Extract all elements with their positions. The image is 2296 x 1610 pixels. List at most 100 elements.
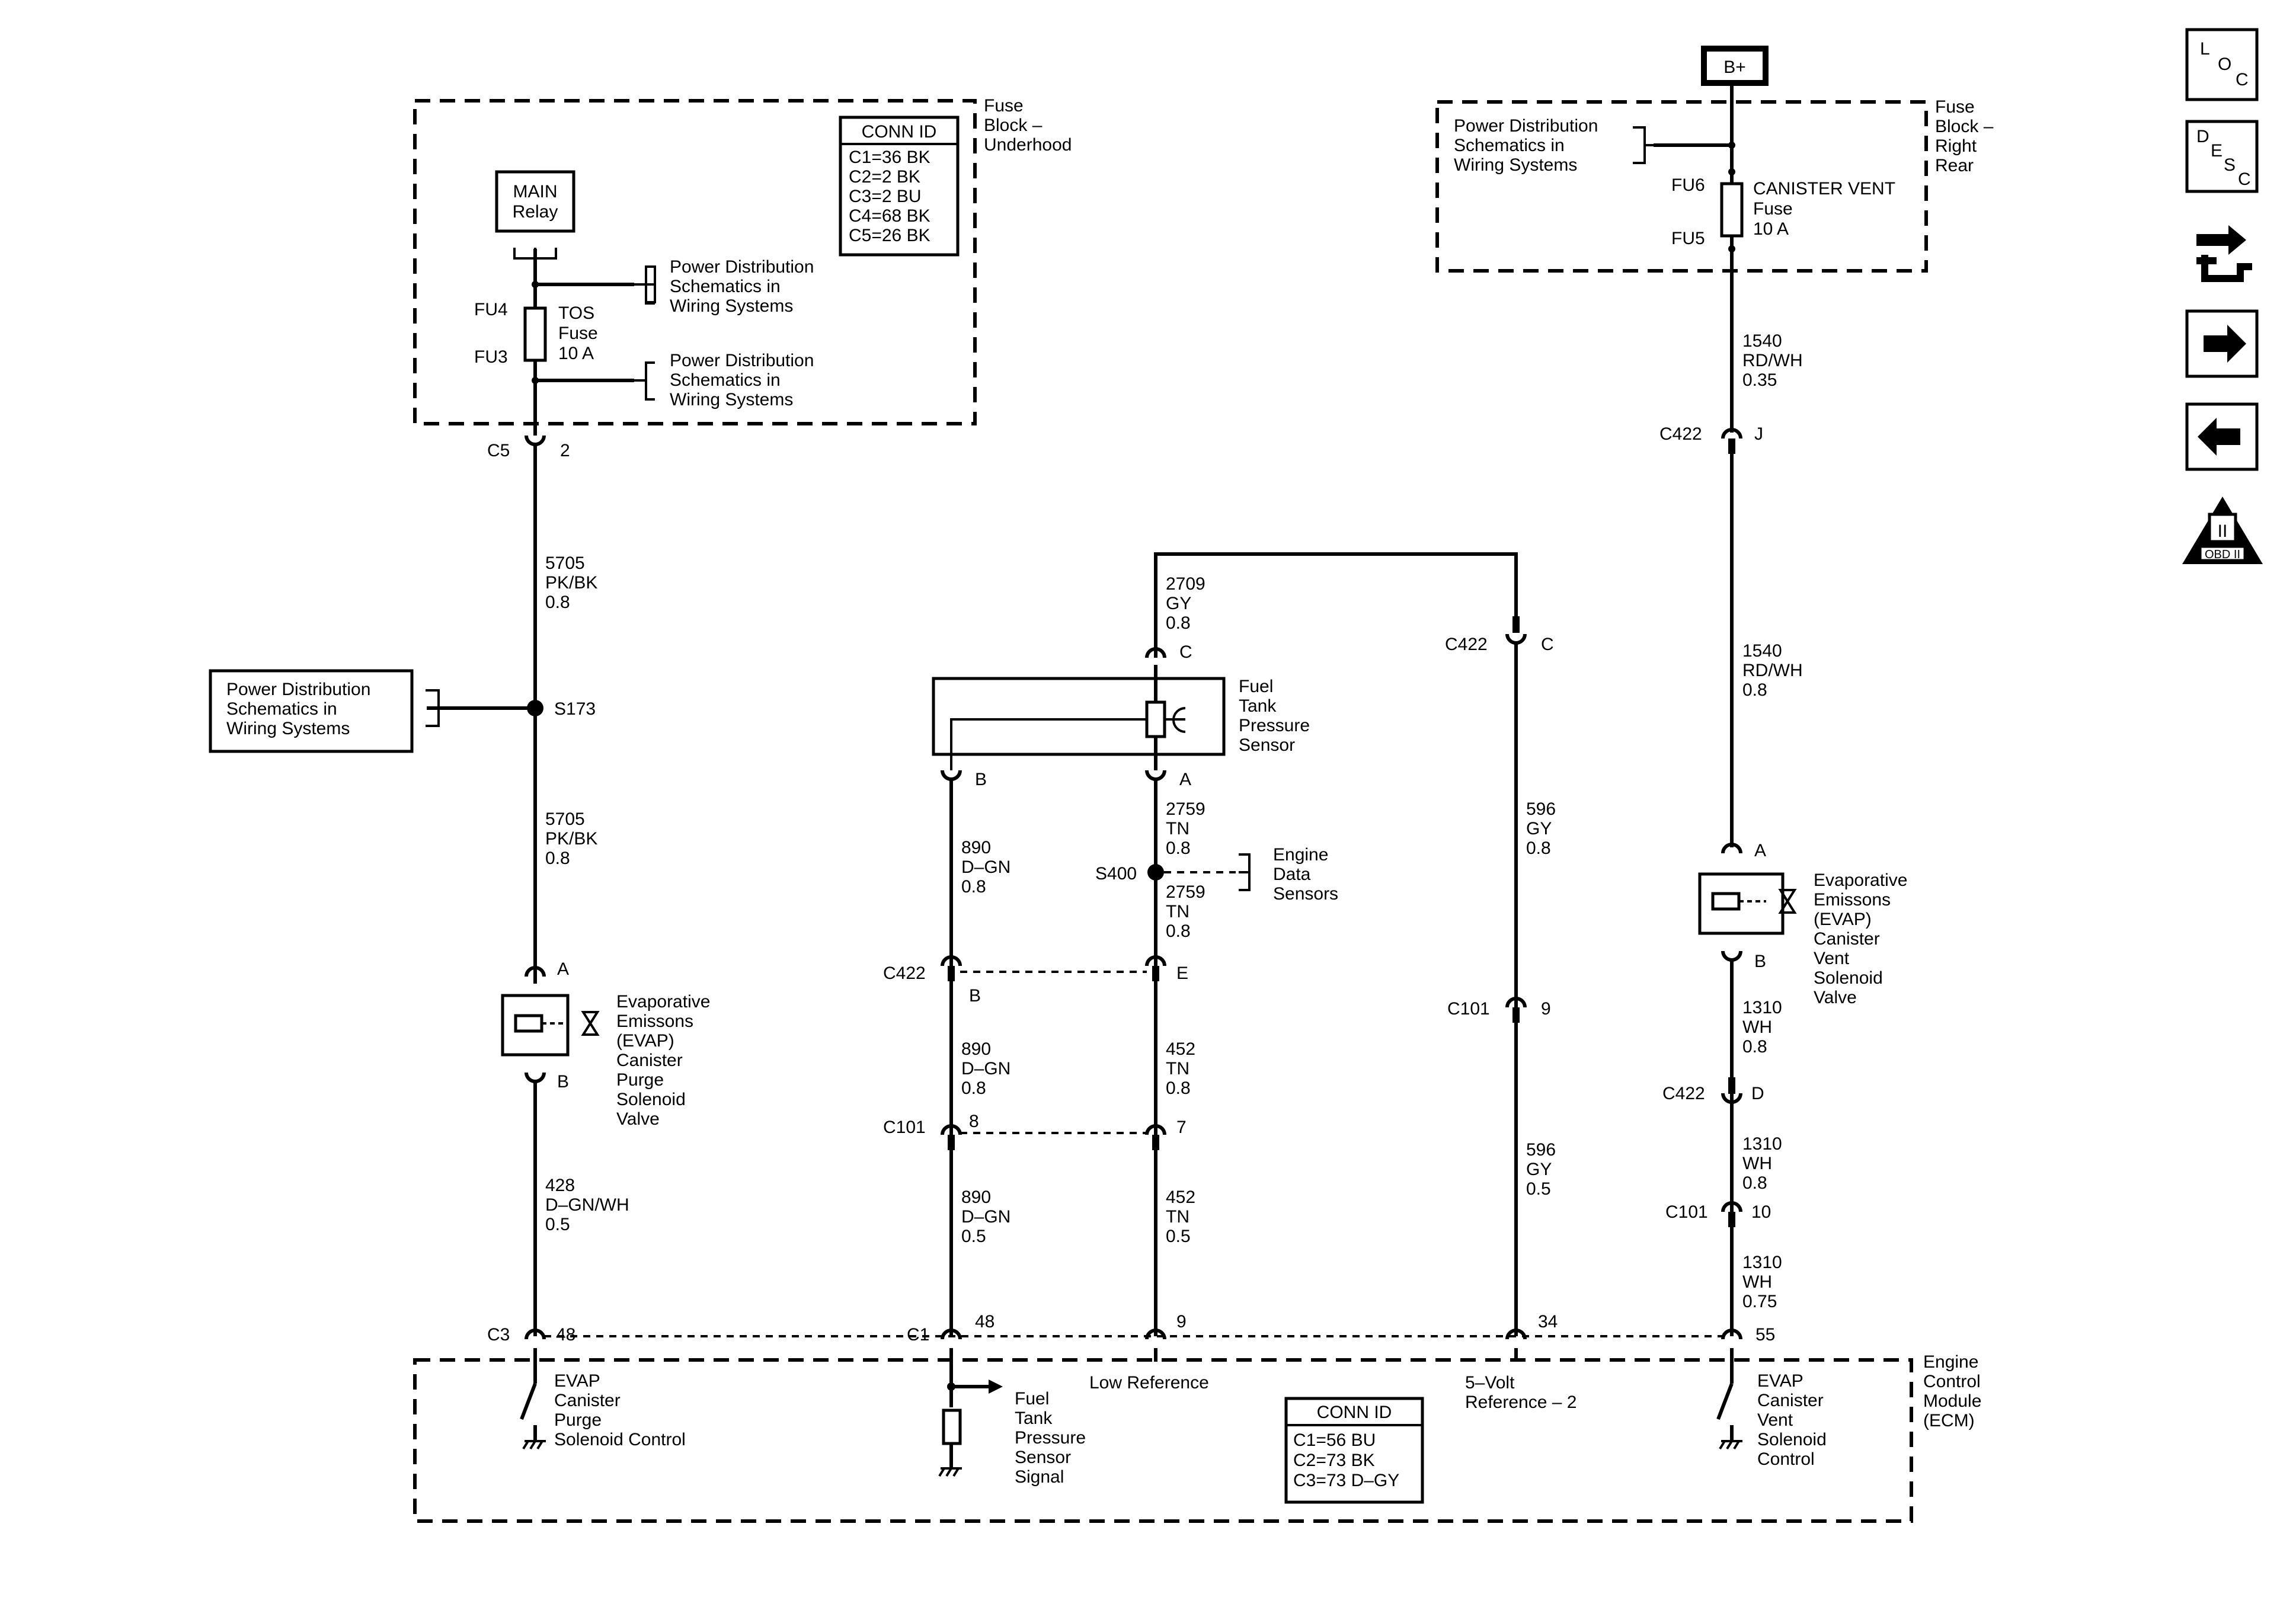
svg-text:48: 48 <box>556 1325 575 1345</box>
svg-text:FU4: FU4 <box>474 300 508 319</box>
svg-text:E: E <box>1176 964 1188 983</box>
svg-text:48: 48 <box>975 1312 994 1331</box>
svg-text:C: C <box>2236 70 2249 89</box>
desc-icon[interactable]: D E S C <box>2185 120 2259 193</box>
svg-text:FU5: FU5 <box>1671 229 1705 248</box>
svg-text:C: C <box>2238 169 2251 189</box>
svg-text:A: A <box>1179 770 1191 789</box>
obd-ii-icon[interactable]: II OBD II <box>2182 497 2263 564</box>
svg-text:A: A <box>557 959 569 979</box>
svg-text:10: 10 <box>1751 1202 1771 1222</box>
svg-text:9: 9 <box>1176 1312 1187 1331</box>
next-arrow-icon[interactable] <box>2185 309 2259 378</box>
svg-text:O: O <box>2218 55 2231 74</box>
svg-text:B: B <box>557 1072 569 1092</box>
svg-text:C2=2 BK: C2=2 BK <box>849 167 920 187</box>
connector-icon[interactable] <box>2196 225 2252 282</box>
connector-c422-top: C422 J <box>1659 424 1763 454</box>
connector-c101-sensor: C101 8 7 <box>883 1112 1187 1150</box>
svg-text:FU6: FU6 <box>1671 175 1705 195</box>
svg-text:MAIN: MAIN <box>513 182 558 201</box>
svg-text:C: C <box>1179 642 1192 662</box>
svg-text:B+: B+ <box>1723 57 1746 77</box>
svg-text:C5: C5 <box>487 441 510 460</box>
svg-text:D: D <box>1751 1084 1764 1103</box>
svg-text:C3=73 D–GY: C3=73 D–GY <box>1293 1471 1399 1490</box>
svg-text:C101: C101 <box>883 1118 926 1137</box>
svg-text:C: C <box>1541 635 1554 654</box>
svg-text:C3: C3 <box>487 1325 510 1345</box>
svg-text:D: D <box>2196 127 2209 146</box>
svg-text:C422: C422 <box>1662 1084 1705 1103</box>
svg-text:C101: C101 <box>1665 1202 1708 1222</box>
svg-text:B: B <box>1754 952 1766 971</box>
svg-text:II: II <box>2218 521 2228 541</box>
svg-text:C2=73 BK: C2=73 BK <box>1293 1451 1375 1470</box>
splice-s400 <box>1147 864 1164 881</box>
svg-text:8: 8 <box>969 1112 979 1131</box>
svg-text:C5=26 BK: C5=26 BK <box>849 226 930 245</box>
svg-text:OBD II: OBD II <box>2205 548 2240 561</box>
svg-text:C4=68 BK: C4=68 BK <box>849 206 930 226</box>
nav-panel: L O C D E S C II OBD II <box>2182 28 2263 564</box>
svg-text:C422: C422 <box>883 964 926 983</box>
svg-text:C1=36 BK: C1=36 BK <box>849 148 930 167</box>
svg-text:FU3: FU3 <box>474 347 508 367</box>
svg-text:S400: S400 <box>1095 864 1137 884</box>
loc-icon[interactable]: L O C <box>2185 28 2259 101</box>
svg-text:A: A <box>1754 841 1766 860</box>
connector-c422-sensor: C422 B E <box>883 955 1188 1006</box>
svg-text:CONN ID: CONN ID <box>862 122 937 142</box>
back-arrow-icon[interactable] <box>2185 402 2259 471</box>
svg-text:7: 7 <box>1176 1118 1187 1137</box>
svg-text:C1: C1 <box>907 1325 929 1345</box>
svg-text:55: 55 <box>1755 1325 1775 1345</box>
svg-text:E: E <box>2211 141 2223 161</box>
svg-text:C1=56 BU: C1=56 BU <box>1293 1430 1376 1450</box>
svg-text:C3=2 BU: C3=2 BU <box>849 187 922 206</box>
svg-text:J: J <box>1754 424 1763 444</box>
conn-id-table-underhood: CONN ID C1=36 BK C2=2 BK C3=2 BU C4=68 B… <box>839 116 960 257</box>
svg-text:Relay: Relay <box>513 202 558 222</box>
